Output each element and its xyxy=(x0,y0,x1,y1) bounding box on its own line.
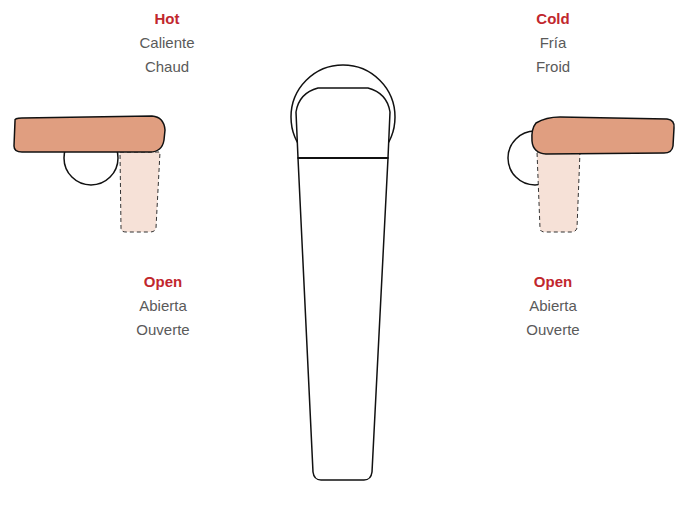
label-heading: Hot xyxy=(155,10,180,28)
label-heading: Open xyxy=(144,273,182,291)
label-translation: Froid xyxy=(536,58,570,76)
label-translation: Abierta xyxy=(139,297,187,315)
spout-joint xyxy=(298,157,388,159)
label-heading: Cold xyxy=(536,10,569,28)
label-heading: Open xyxy=(534,273,572,291)
handle-open-position xyxy=(120,152,160,232)
handle-open-position xyxy=(537,152,580,232)
label-translation: Fría xyxy=(540,34,567,52)
spout-body xyxy=(298,158,388,480)
label-translation: Ouverte xyxy=(136,321,189,339)
label-translation: Chaud xyxy=(145,58,189,76)
cold-handle xyxy=(532,117,674,154)
label-translation: Abierta xyxy=(529,297,577,315)
label-translation: Ouverte xyxy=(526,321,579,339)
spout-rosette xyxy=(291,65,395,169)
label-translation: Caliente xyxy=(139,34,194,52)
spout-head xyxy=(296,88,390,158)
hot-handle xyxy=(14,116,165,152)
